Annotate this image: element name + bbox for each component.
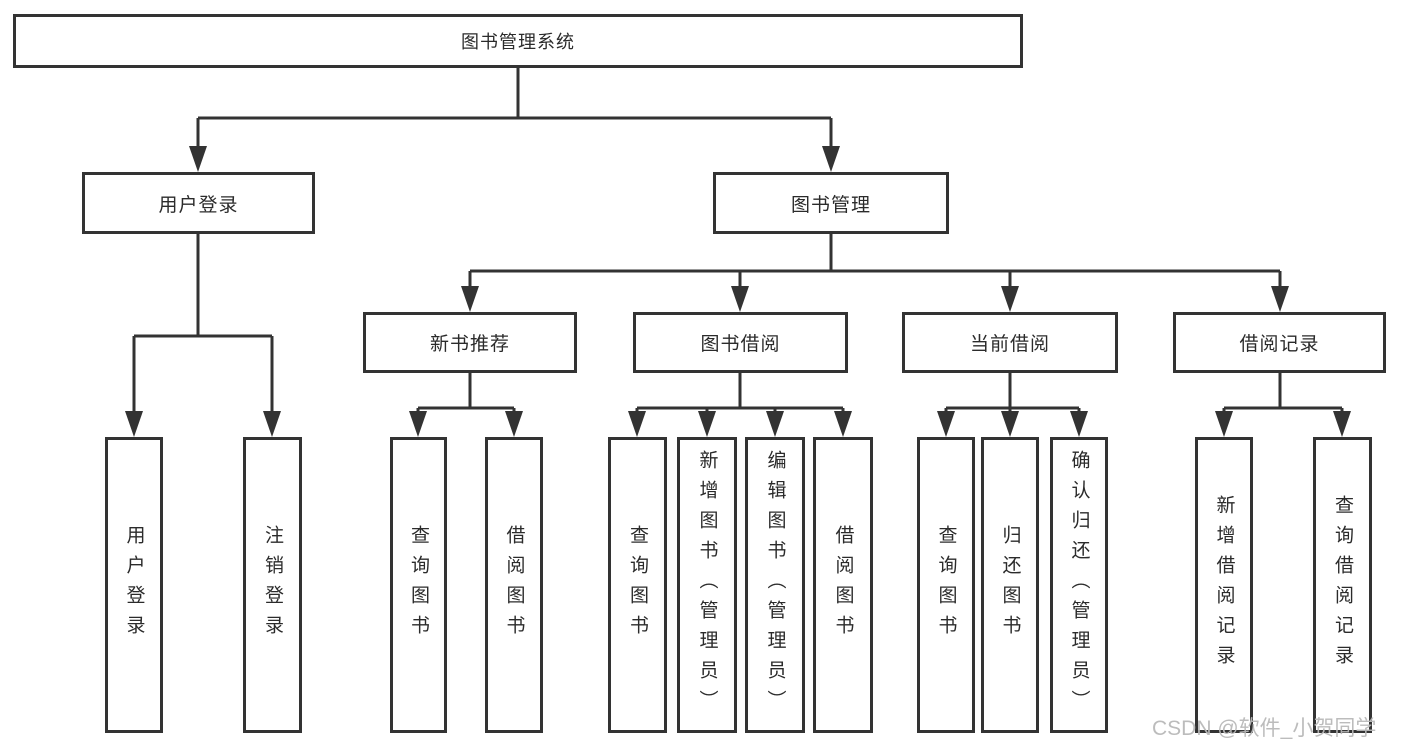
leaf-node-label: 查询图书 (408, 525, 429, 645)
leaf-node-label: 查询图书 (627, 525, 648, 645)
category-node-borrow-record: 借阅记录 (1173, 312, 1386, 373)
leaf-node-label: 归还图书 (999, 525, 1021, 645)
category-node-book-borrow: 图书借阅 (633, 312, 848, 373)
root-node-label: 图书管理系统 (461, 32, 575, 52)
arrowheads (125, 146, 1351, 437)
leaf-node-label: 注销登录 (262, 525, 283, 645)
leaf-node-label: 新增借阅记录 (1213, 495, 1235, 675)
category-node-new-book-recommend: 新书推荐 (363, 312, 577, 373)
leaf-node-borrow-books: 借阅图书 (813, 437, 873, 733)
leaf-node-add-borrow-record: 新增借阅记录 (1195, 437, 1253, 733)
leaf-node-label: 确认归还（管理员） (1068, 450, 1090, 720)
category-node-label: 当前借阅 (969, 334, 1050, 355)
leaf-node-return-books: 归还图书 (981, 437, 1039, 733)
leaf-node-label: 编辑图书（管理员） (764, 450, 786, 720)
branch-node-user-login: 用户登录 (82, 172, 315, 234)
category-node-label: 新书推荐 (429, 334, 510, 355)
leaf-node-user-login: 用户登录 (105, 437, 163, 733)
leaf-node-query-books-recommend: 查询图书 (390, 437, 447, 733)
leaf-node-query-borrow-record: 查询借阅记录 (1313, 437, 1372, 733)
leaf-node-query-books-current: 查询图书 (917, 437, 975, 733)
leaf-node-add-books-admin: 新增图书（管理员） (677, 437, 737, 733)
branch-node-book-management: 图书管理 (713, 172, 949, 234)
branch-node-label: 图书管理 (790, 194, 871, 216)
leaf-node-query-books: 查询图书 (608, 437, 667, 733)
leaf-node-borrow-books-recommend: 借阅图书 (485, 437, 543, 733)
category-node-label: 图书借阅 (700, 334, 781, 355)
leaf-node-confirm-return-admin: 确认归还（管理员） (1050, 437, 1108, 733)
branch-node-label: 用户登录 (158, 194, 239, 216)
category-node-current-borrow: 当前借阅 (902, 312, 1118, 373)
root-node: 图书管理系统 (13, 14, 1023, 68)
category-node-label: 借阅记录 (1239, 334, 1320, 355)
leaf-node-label: 借阅图书 (503, 525, 525, 645)
leaf-node-label: 借阅图书 (832, 525, 854, 645)
leaf-node-edit-books-admin: 编辑图书（管理员） (745, 437, 805, 733)
leaf-node-label: 用户登录 (123, 525, 145, 645)
watermark: CSDN @软件_小贺同学 (1152, 717, 1377, 740)
leaf-node-logout: 注销登录 (243, 437, 302, 733)
leaf-node-label: 查询图书 (935, 525, 957, 645)
leaf-node-label: 查询借阅记录 (1332, 495, 1353, 675)
leaf-node-label: 新增图书（管理员） (696, 450, 718, 720)
